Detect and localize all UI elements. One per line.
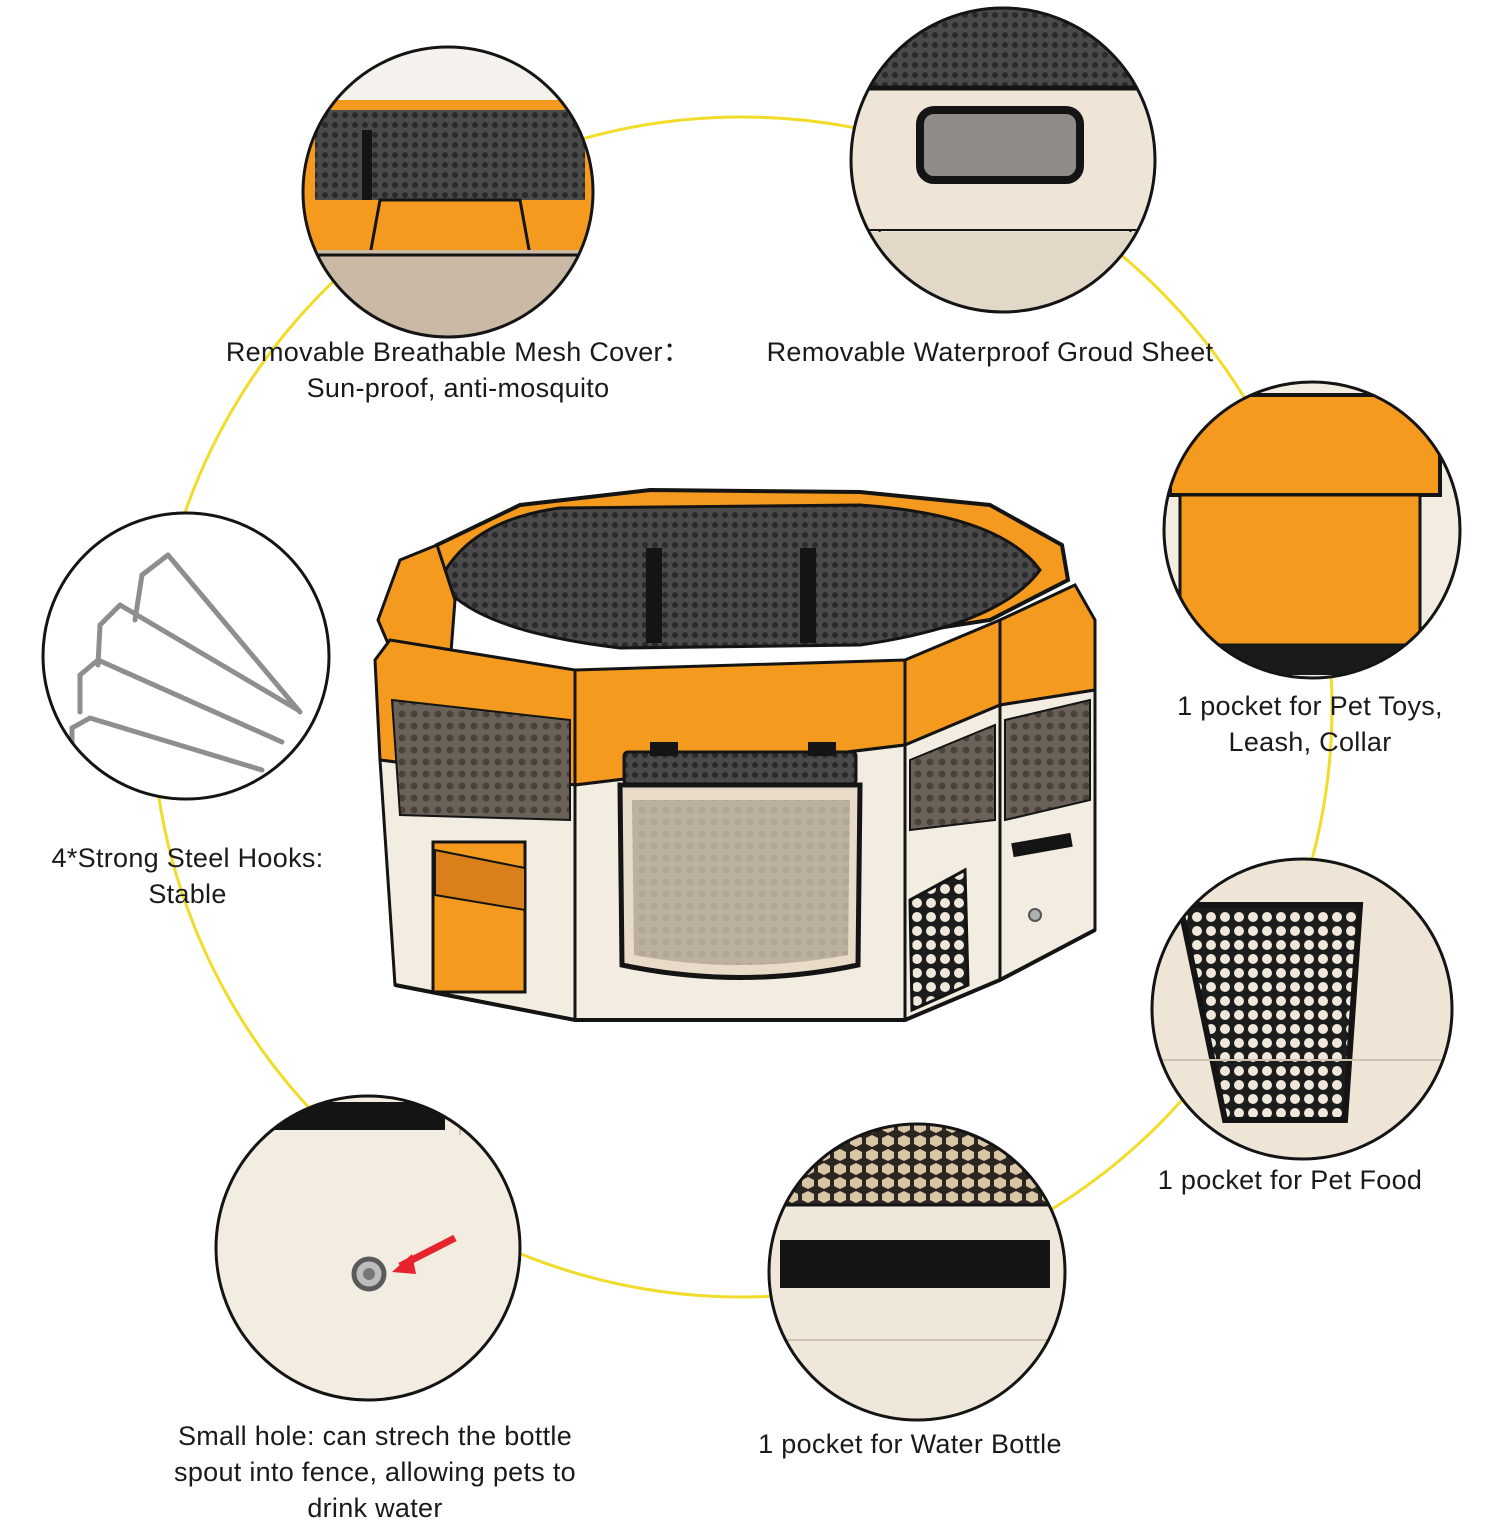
steel-hooks-caption: 4*Strong Steel Hooks: Stable bbox=[30, 840, 345, 912]
orange-pocket-closeup-icon bbox=[1162, 380, 1462, 680]
steel-hooks-closeup-icon bbox=[41, 511, 331, 801]
velcro-strap-closeup-icon bbox=[767, 1122, 1067, 1422]
toy-pocket-caption-line-1: 1 pocket for Pet Toys, bbox=[1177, 691, 1443, 721]
steel-hooks-caption-line-1: 4*Strong Steel Hooks: bbox=[51, 843, 324, 873]
mesh-cover-caption-line-1: Removable Breathable Mesh Cover： bbox=[225, 337, 691, 367]
bottle-pocket-caption: 1 pocket for Water Bottle bbox=[730, 1426, 1090, 1462]
grommet-hole-closeup-icon bbox=[214, 1094, 522, 1402]
mesh-cover-caption-line-2: Sun-proof, anti-mosquito bbox=[306, 373, 610, 403]
small-hole-caption-line-3: drink water bbox=[307, 1493, 443, 1523]
food-pocket-caption: 1 pocket for Pet Food bbox=[1140, 1162, 1440, 1198]
bottle-pocket-caption-line-1: 1 pocket for Water Bottle bbox=[758, 1429, 1062, 1459]
mesh-pocket-closeup-icon bbox=[1150, 857, 1454, 1161]
ground-sheet-caption: Removable Waterproof Groud Sheet bbox=[740, 334, 1240, 370]
mesh-cover-caption: Removable Breathable Mesh Cover： Sun-pro… bbox=[188, 334, 728, 406]
toy-pocket-caption: 1 pocket for Pet Toys, Leash, Collar bbox=[1150, 688, 1470, 760]
toy-pocket-caption-line-2: Leash, Collar bbox=[1228, 727, 1392, 757]
mesh-cover-closeup-icon bbox=[301, 45, 595, 339]
food-pocket-caption-line-1: 1 pocket for Pet Food bbox=[1157, 1165, 1423, 1195]
ground-sheet-caption-line-1: Removable Waterproof Groud Sheet bbox=[766, 337, 1214, 367]
small-hole-caption-line-1: Small hole: can strech the bottle bbox=[177, 1421, 573, 1451]
small-hole-caption-line-2: spout into fence, allowing pets to bbox=[174, 1457, 576, 1487]
ground-sheet-closeup-icon bbox=[849, 6, 1157, 314]
small-hole-caption: Small hole: can strech the bottle spout … bbox=[140, 1418, 610, 1526]
steel-hooks-caption-line-2: Stable bbox=[148, 879, 227, 909]
octagonal-playpen-icon bbox=[373, 487, 1097, 1023]
